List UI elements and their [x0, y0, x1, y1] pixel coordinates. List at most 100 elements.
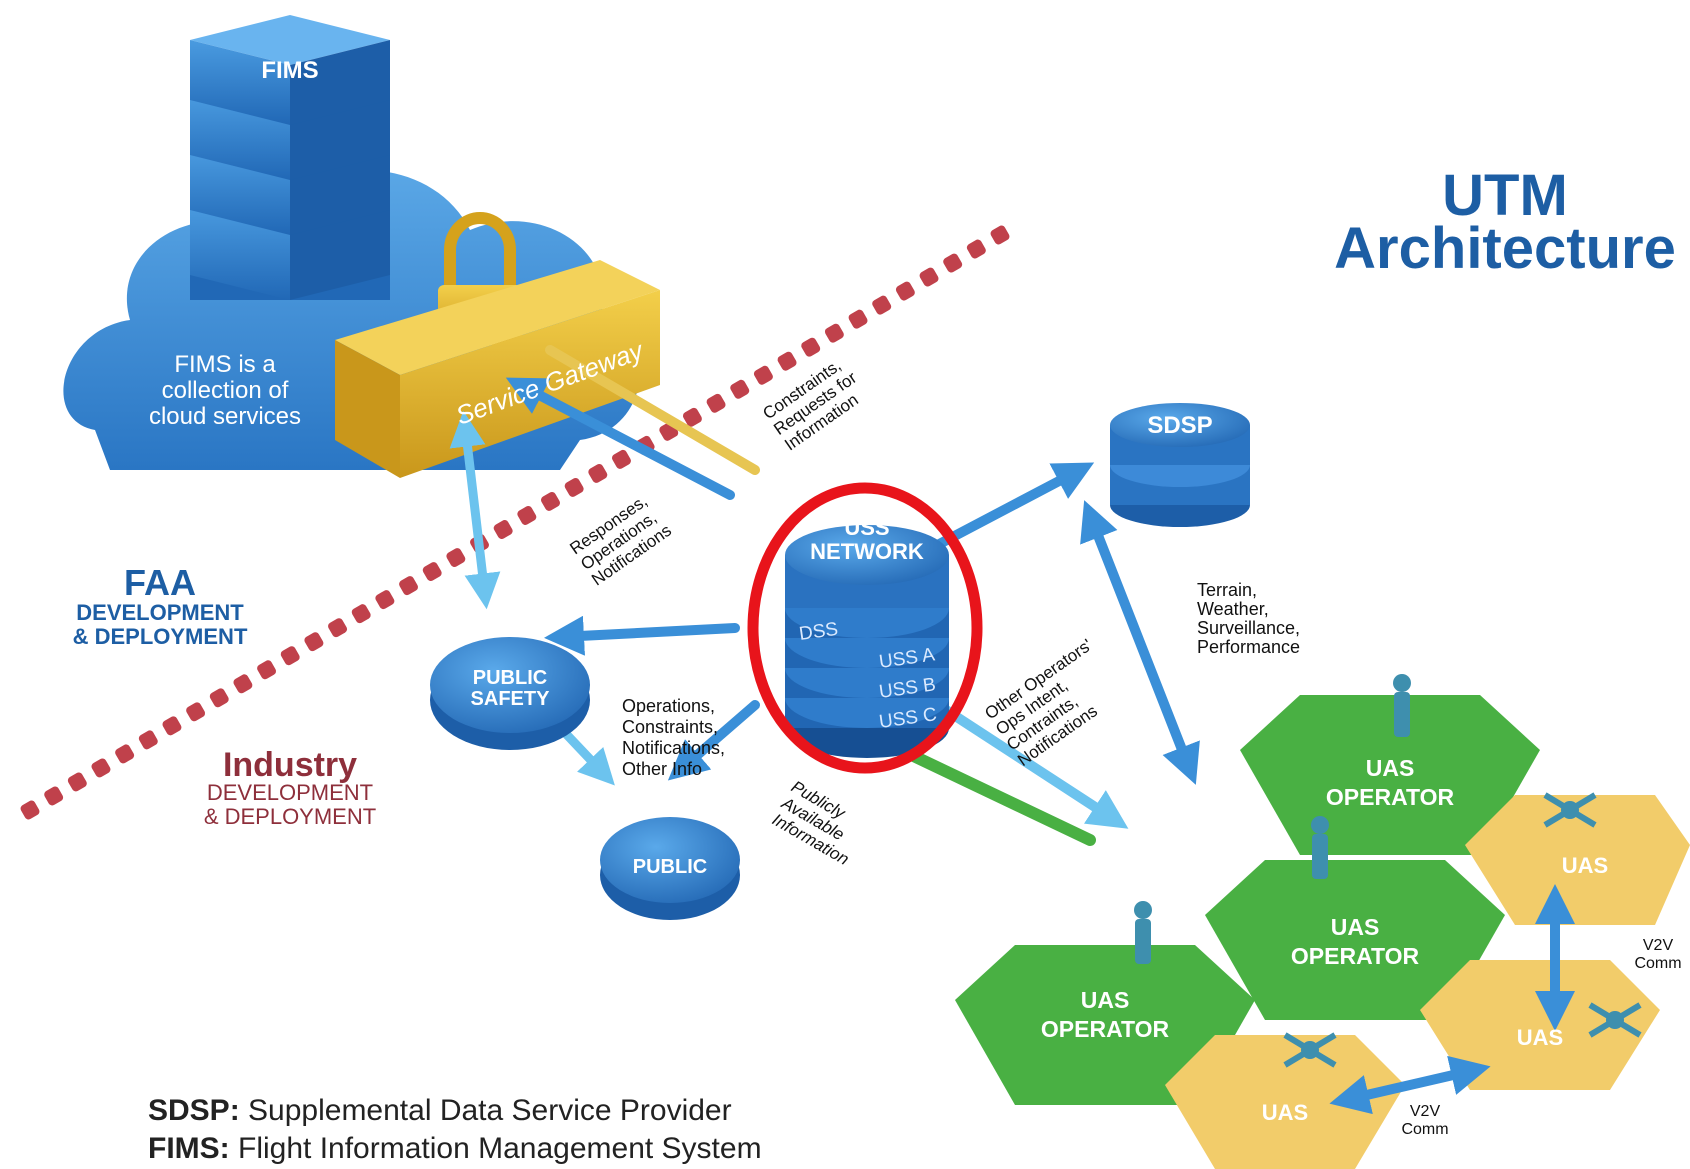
flow-terrain-1: Terrain,: [1197, 580, 1257, 600]
boundary-dot: [990, 225, 1010, 245]
uss-to-public-safety-arrow: [544, 615, 740, 656]
industry-line-2: & DEPLOYMENT: [204, 804, 376, 829]
boundary-dot: [351, 604, 371, 624]
industry-title: Industry: [223, 746, 357, 784]
fims-cloud-text-2: collection of: [162, 377, 289, 404]
v2v-right-2: Comm: [1634, 955, 1681, 972]
fims-label: FIMS: [261, 57, 318, 84]
operator-figure-icon: [1311, 816, 1329, 879]
v2v-bottom-2: Comm: [1401, 1121, 1448, 1138]
boundary-dot: [824, 323, 844, 343]
public-safety-label-2: SAFETY: [471, 688, 551, 710]
boundary-dot: [375, 590, 395, 610]
boundary-dot: [280, 646, 300, 666]
drone-icon: [1588, 1002, 1642, 1038]
boundary-dot: [422, 562, 442, 582]
legend: SDSP: Supplemental Data Service Provider…: [148, 1092, 762, 1167]
hex-middle-line-1: UAS: [1331, 914, 1380, 940]
fims-server-stack: [190, 15, 390, 300]
boundary-dot: [611, 449, 631, 469]
operator-figures: [1134, 674, 1411, 964]
public-safety-label-1: PUBLIC: [473, 667, 547, 689]
public-label: PUBLIC: [633, 856, 707, 878]
boundary-dot: [91, 758, 111, 778]
title-line-1: UTM: [1442, 163, 1568, 228]
legend-row-fims: FIMS: Flight Information Management Syst…: [148, 1130, 762, 1168]
boundary-dot: [399, 576, 419, 596]
drone-icons: [1283, 792, 1642, 1068]
hex-middle-line-2: OPERATOR: [1291, 943, 1420, 969]
boundary-dot: [257, 660, 277, 680]
legend-row-sdsp: SDSP: Supplemental Data Service Provider: [148, 1092, 762, 1130]
boundary-dot: [848, 309, 868, 329]
boundary-dot: [233, 674, 253, 694]
uss-label-2: NETWORK: [810, 539, 924, 564]
hex-uas-top: [1465, 795, 1690, 925]
uas-operator-hexes: [955, 695, 1540, 1105]
legend-abbr-sdsp: SDSP:: [148, 1094, 240, 1127]
gateway-to-uss-arrow: [545, 345, 760, 475]
drone-icon: [1543, 792, 1597, 828]
hex-top-line-1: UAS: [1366, 755, 1415, 781]
title-line-2: Architecture: [1334, 216, 1676, 281]
public-safety-disk: [430, 637, 590, 750]
boundary-dot: [493, 520, 513, 539]
flow-terrain-3: Surveillance,: [1197, 618, 1300, 638]
boundary-dot: [777, 351, 797, 371]
flow-terrain-4: Performance: [1197, 637, 1300, 657]
boundary-dot: [186, 702, 206, 722]
boundary-dot: [564, 477, 584, 497]
hex-uas-top-label: UAS: [1562, 853, 1608, 878]
boundary-dot: [753, 365, 773, 385]
hex-uas-operator-top: [1240, 695, 1540, 855]
sdsp-stack: [1110, 403, 1250, 527]
hex-uas-operator-left: [955, 945, 1255, 1105]
boundary-dot: [588, 463, 608, 483]
sdsp-to-operators-arrow: [1080, 500, 1200, 785]
boundary-dot: [67, 772, 87, 792]
v2v-arrow-horizontal: [1329, 1055, 1491, 1115]
uss-network-stack: [785, 525, 949, 758]
legend-text-sdsp: Supplemental Data Service Provider: [248, 1094, 732, 1127]
fims-cloud-text-1: FIMS is a: [174, 351, 276, 378]
hex-top-line-2: OPERATOR: [1326, 784, 1455, 810]
hex-left-line-1: UAS: [1081, 987, 1130, 1013]
operator-figure-icon: [1134, 901, 1152, 964]
boundary-dot: [919, 267, 939, 287]
flow-ops-3: Notifications,: [622, 738, 725, 758]
faa-line-1: DEVELOPMENT: [76, 600, 244, 625]
industry-line-1: DEVELOPMENT: [207, 780, 373, 805]
flow-ops-2: Constraints,: [622, 717, 718, 737]
gateway-public-safety-arrow: [449, 410, 501, 610]
boundary-dot: [20, 800, 40, 820]
boundary-dot: [304, 632, 324, 652]
v2v-right-1: V2V: [1643, 937, 1674, 954]
drone-icon: [1283, 1032, 1337, 1068]
boundary-dot: [943, 253, 963, 273]
public-disk: [600, 817, 740, 920]
uss-network-highlight: [747, 482, 983, 774]
boundary-dot: [730, 379, 750, 399]
legend-text-fims: Flight Information Management System: [238, 1131, 762, 1165]
boundary-dot: [895, 281, 915, 301]
boundary-dot: [328, 618, 348, 638]
sdsp-label: SDSP: [1147, 412, 1212, 439]
legend-abbr-fims: FIMS:: [148, 1131, 230, 1165]
boundary-dot: [138, 730, 158, 750]
boundary-dot: [706, 393, 726, 413]
boundary-dot: [682, 407, 702, 427]
boundary-dot: [44, 786, 64, 806]
boundary-dot: [446, 548, 466, 568]
boundary-dot: [872, 295, 892, 315]
boundary-dot: [966, 239, 986, 259]
uss-to-public-arrow: [667, 700, 760, 781]
flow-ops-4: Other Info: [622, 759, 702, 779]
boundary-dot: [209, 688, 229, 708]
boundary-dot: [801, 337, 821, 357]
hex-uas-bottom-label: UAS: [1262, 1100, 1308, 1125]
flow-terrain-2: Weather,: [1197, 599, 1269, 619]
faa-industry-boundary: [20, 225, 1010, 820]
flow-ops-1: Operations,: [622, 696, 715, 716]
uss-label-1: USS: [844, 515, 889, 540]
